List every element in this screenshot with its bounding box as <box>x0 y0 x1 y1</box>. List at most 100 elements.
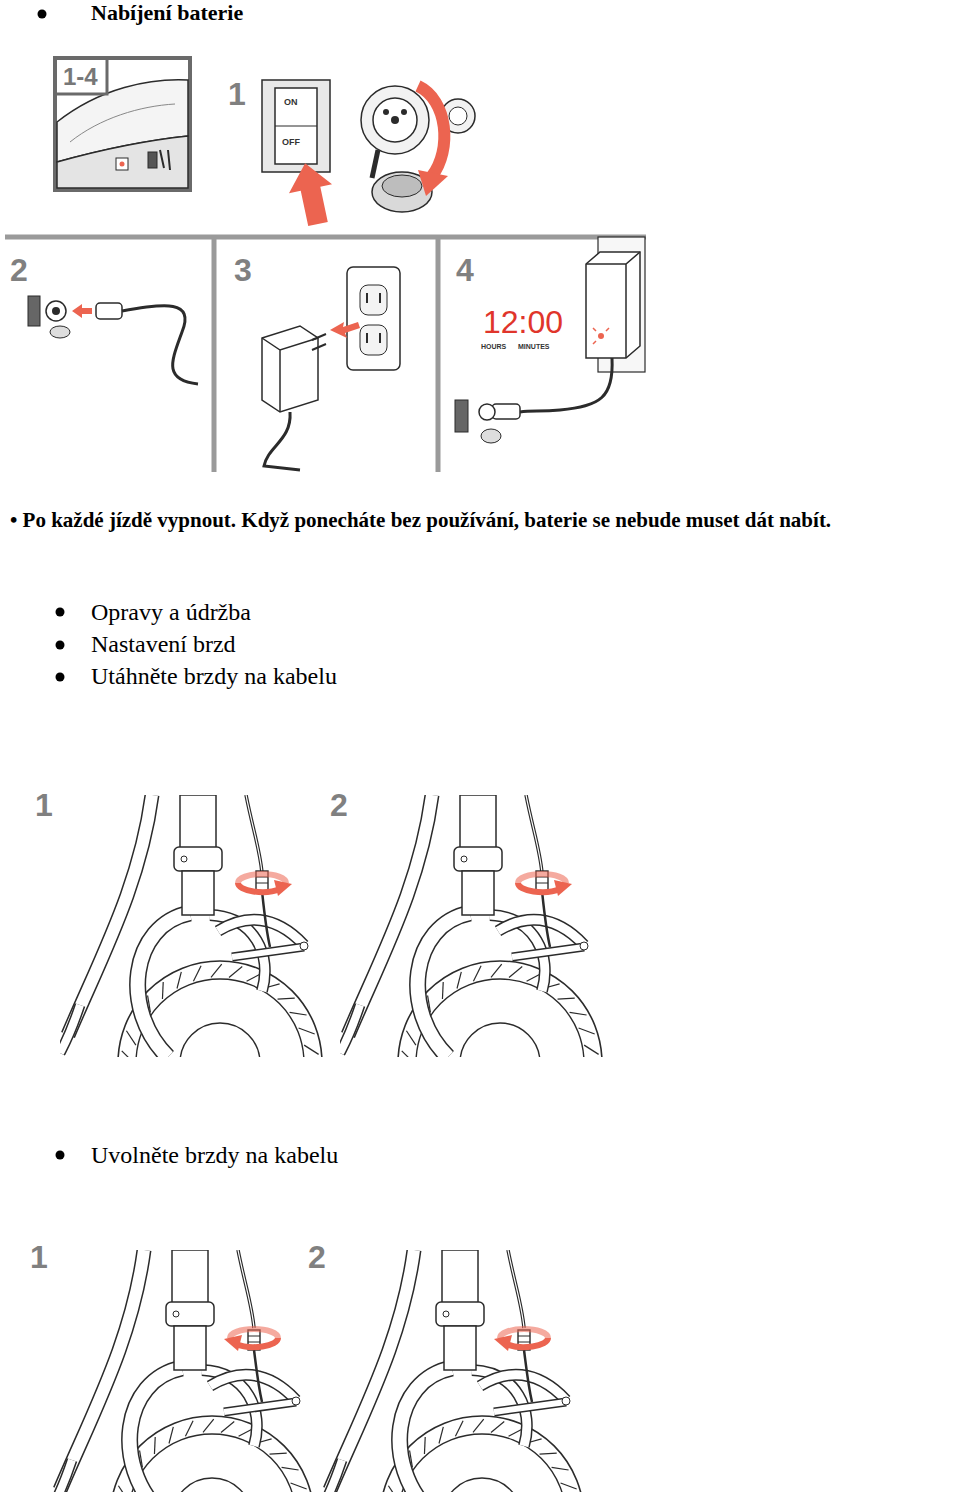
list-item: Opravy a údržba <box>91 597 251 627</box>
tread <box>177 972 181 989</box>
tread <box>552 1467 569 1470</box>
tread <box>290 1012 307 1015</box>
outlet-socket <box>360 285 387 315</box>
tread <box>291 1483 307 1489</box>
tube-outline <box>52 1460 72 1492</box>
rotation-arrow <box>224 1329 278 1351</box>
tread <box>126 1031 135 1045</box>
tube-fill <box>224 1402 296 1412</box>
tube-fill <box>480 1375 566 1400</box>
port-pin <box>401 109 407 115</box>
tube-outline <box>232 947 304 957</box>
tube-outline <box>340 1005 360 1053</box>
tread <box>229 967 242 978</box>
open-arrow <box>418 86 444 176</box>
adjuster-knurl <box>256 877 268 883</box>
brake-cable <box>508 1250 524 1328</box>
charger-adapter <box>586 252 640 358</box>
list-item: Uvolněte brzdy na kabelu <box>91 1140 338 1170</box>
charger-cable <box>264 412 300 470</box>
rotation-arrow-front <box>238 883 280 892</box>
port-socket <box>373 98 417 142</box>
tube-outline <box>418 913 470 1057</box>
rim <box>128 1434 296 1492</box>
tread <box>278 998 295 999</box>
step-number: 4 <box>456 250 474 290</box>
rotation-arrow <box>518 874 572 896</box>
panel-divider <box>436 237 441 472</box>
port-pin <box>383 109 389 115</box>
brake-cable <box>524 1350 532 1402</box>
tread <box>491 1422 504 1433</box>
tread <box>570 1012 587 1015</box>
tread <box>299 1028 315 1034</box>
head-tube <box>174 1326 206 1370</box>
step-range: 1-4 <box>63 62 98 92</box>
inset-label-ground <box>57 60 107 94</box>
brake-illustration <box>52 1250 314 1492</box>
rotation-arrow-head <box>494 1335 512 1351</box>
switch-label: OFF <box>282 137 300 148</box>
wall-outlet <box>347 267 400 370</box>
section-heading: Nabíjení baterie <box>91 0 243 27</box>
panel-divider <box>5 235 646 240</box>
tread <box>162 982 164 999</box>
tube-outline <box>210 1375 296 1400</box>
rotation-arrow <box>494 1329 548 1351</box>
arm-pivot <box>300 942 308 950</box>
adjuster-knurl <box>518 1336 530 1342</box>
tube-outline <box>224 1402 296 1412</box>
clock-display: 12:00 <box>483 302 563 342</box>
tread <box>203 1419 214 1432</box>
port-cap <box>382 175 422 197</box>
inset-label-frame <box>57 60 107 94</box>
open-arrow-head <box>418 170 448 196</box>
tube-outline <box>494 1402 566 1412</box>
steering-tube <box>180 795 216 855</box>
scooter-side <box>57 136 188 188</box>
head-tube <box>182 871 214 915</box>
clamp-collar <box>174 847 222 871</box>
panel-divider <box>212 237 217 472</box>
charger-cable <box>520 358 612 412</box>
tread <box>491 964 502 977</box>
cap-strap <box>372 150 378 178</box>
list-item: Utáhněte brzdy na kabelu <box>91 661 337 691</box>
charging-port <box>479 404 495 420</box>
clock-unit: MINUTES <box>518 343 550 352</box>
steering-tube <box>460 795 496 855</box>
switch-housing <box>262 80 330 172</box>
tube-fill <box>138 913 190 1057</box>
tread <box>561 1483 577 1489</box>
collar-bolt <box>443 1311 449 1317</box>
tube-outline <box>130 1368 182 1492</box>
clock-unit: HOURS <box>481 343 506 352</box>
tube-fill <box>218 920 304 945</box>
tube-outline <box>60 1005 80 1053</box>
charger-adapter <box>262 326 318 412</box>
tube-fill <box>418 913 470 1057</box>
tread <box>457 972 461 989</box>
step-number: 1 <box>30 1237 48 1277</box>
charging-port <box>46 301 66 321</box>
adapter-edge <box>586 252 640 358</box>
steering-tube <box>172 1250 208 1310</box>
brake-cable <box>542 891 550 947</box>
led-glow <box>593 328 609 344</box>
socket-slot <box>379 293 381 303</box>
list-item: Nastavení brzd <box>91 629 236 659</box>
hub <box>442 1478 522 1492</box>
head-tube <box>444 1326 476 1370</box>
collar-bolt <box>461 856 467 862</box>
rotation-arrow-head <box>554 880 572 896</box>
tread <box>442 982 444 999</box>
power-switch <box>148 152 157 168</box>
brake-cable <box>526 795 542 873</box>
charging-led <box>598 333 604 339</box>
collar-bolt <box>181 856 187 862</box>
power-switch <box>455 400 468 432</box>
rocker-split <box>275 126 317 127</box>
charging-port <box>116 158 128 170</box>
tube-fill <box>512 947 584 957</box>
tread <box>509 967 522 978</box>
